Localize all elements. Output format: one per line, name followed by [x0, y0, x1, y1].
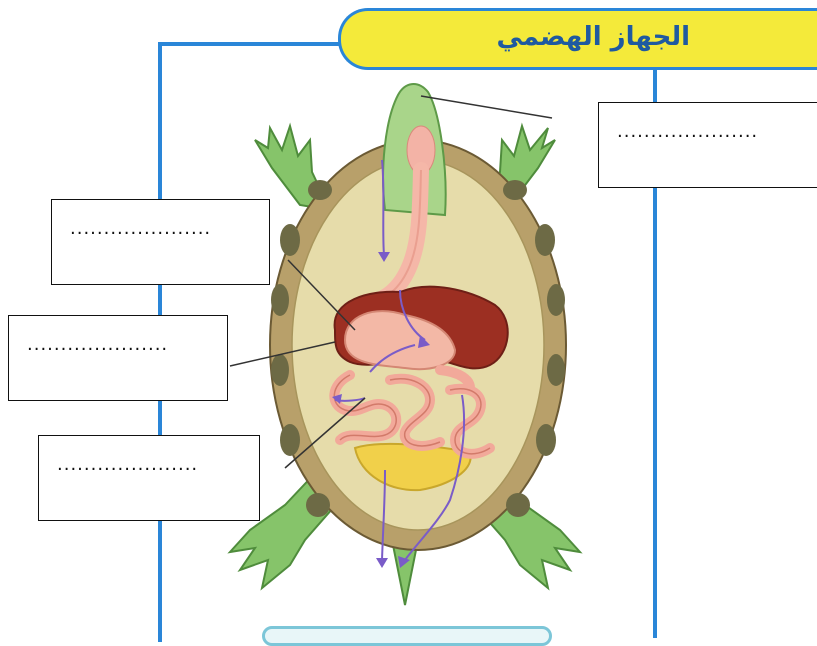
bottom-banner [262, 626, 552, 646]
label-box-stomach[interactable]: ..................... [8, 315, 228, 401]
label-box-esophagus[interactable]: ..................... [51, 199, 270, 285]
label-box-intestine[interactable]: ..................... [38, 435, 260, 521]
label-box-mouth[interactable]: ..................... [598, 102, 817, 188]
leader-line-mouth [421, 96, 552, 118]
label-box-intestine-text: ..................... [57, 454, 198, 475]
label-box-mouth-text: ..................... [617, 121, 758, 142]
label-box-esophagus-text: ..................... [70, 218, 211, 239]
label-box-stomach-text: ..................... [27, 334, 168, 355]
